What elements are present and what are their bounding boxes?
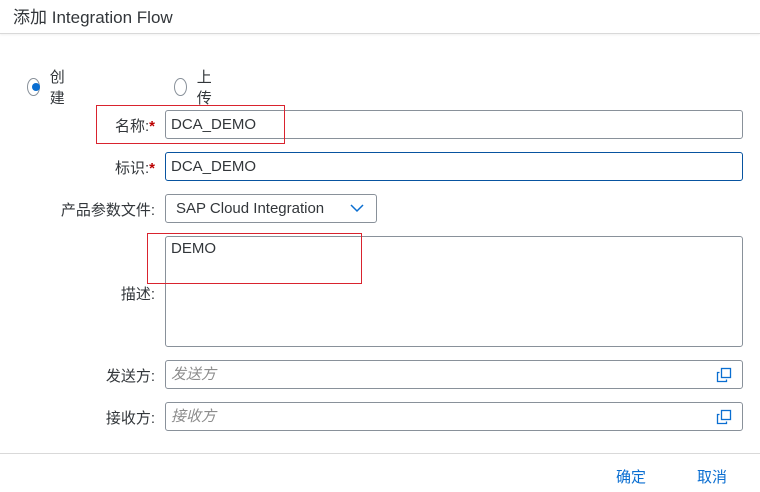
radio-create[interactable]: 创建 bbox=[27, 66, 70, 108]
dialog-header: 添加 Integration Flow bbox=[0, 0, 760, 34]
sender-label: 发送方: bbox=[105, 368, 155, 385]
radio-create-label: 创建 bbox=[49, 69, 65, 107]
name-label: 名称:* bbox=[15, 115, 155, 136]
dialog-title: 添加 Integration Flow bbox=[13, 8, 173, 27]
cancel-button[interactable]: 取消 bbox=[697, 466, 727, 487]
description-textarea[interactable]: DEMO bbox=[165, 236, 743, 347]
required-marker: * bbox=[149, 118, 155, 135]
sender-input[interactable]: 发送方 bbox=[165, 360, 743, 389]
id-input[interactable]: DCA_DEMO bbox=[165, 152, 743, 181]
description-value: DEMO bbox=[171, 240, 216, 257]
profile-label: 产品参数文件: bbox=[60, 202, 155, 219]
ok-button[interactable]: 确定 bbox=[616, 466, 646, 487]
value-help-icon[interactable] bbox=[716, 409, 732, 425]
radio-checked-icon[interactable] bbox=[27, 78, 40, 96]
sender-placeholder: 发送方 bbox=[171, 366, 217, 383]
receiver-placeholder: 接收方 bbox=[171, 408, 217, 425]
name-label-text: 名称: bbox=[114, 118, 150, 135]
value-help-icon[interactable] bbox=[716, 367, 732, 383]
required-marker: * bbox=[149, 160, 155, 177]
name-input[interactable]: DCA_DEMO bbox=[165, 110, 743, 139]
chevron-down-icon bbox=[350, 204, 364, 213]
receiver-label: 接收方: bbox=[105, 410, 155, 427]
profile-value: SAP Cloud Integration bbox=[176, 200, 325, 217]
radio-upload-label: 上传 bbox=[196, 69, 212, 107]
radio-unchecked-icon[interactable] bbox=[174, 78, 187, 96]
id-label-text: 标识: bbox=[114, 160, 150, 177]
profile-select[interactable]: SAP Cloud Integration bbox=[165, 194, 377, 223]
id-label: 标识:* bbox=[15, 157, 155, 178]
name-value: DCA_DEMO bbox=[171, 116, 257, 133]
radio-upload[interactable]: 上传 bbox=[174, 66, 217, 108]
receiver-input[interactable]: 接收方 bbox=[165, 402, 743, 431]
description-label: 描述: bbox=[120, 286, 155, 303]
id-value: DCA_DEMO bbox=[171, 158, 257, 175]
dialog-footer: 确定 取消 bbox=[0, 453, 760, 492]
